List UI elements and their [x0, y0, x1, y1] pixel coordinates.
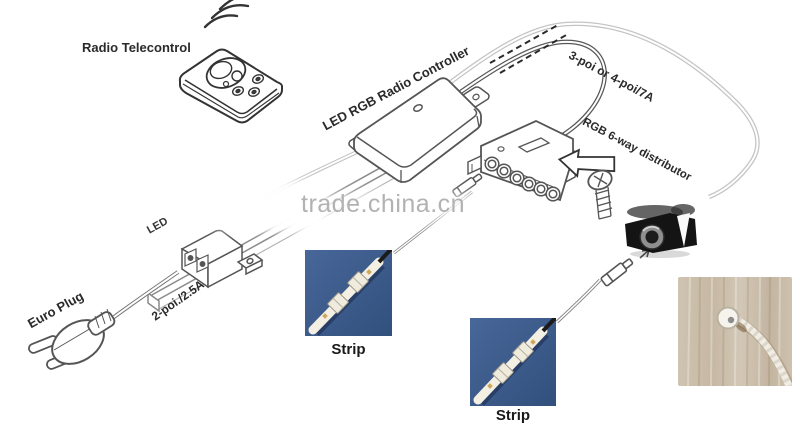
radio-remote-drawing	[178, 0, 283, 124]
strip-caption-1: Strip	[331, 341, 366, 358]
label-radio-telecontrol: Radio Telecontrol	[82, 40, 191, 55]
screw-icon	[587, 169, 613, 220]
controller-to-distributor-cable	[450, 39, 607, 140]
radio-waves-icon	[203, 0, 250, 29]
strip-photo-1	[305, 250, 392, 336]
pointer-arrow-icon	[557, 148, 616, 178]
strip-caption-2: Strip	[495, 407, 531, 424]
white-cable-photo	[678, 277, 792, 386]
led-driver-drawing	[180, 229, 264, 289]
controller-drawing	[348, 77, 490, 183]
watermark-text: trade.china.cn	[301, 190, 466, 218]
extension-cable-drawing	[441, 21, 760, 200]
strip-photo-2	[470, 318, 556, 406]
socket-connector-photo	[615, 201, 705, 261]
dashed-cable-marks	[489, 24, 569, 74]
jack-plug-2-drawing	[555, 249, 650, 324]
euro-plug-drawing	[28, 270, 180, 370]
